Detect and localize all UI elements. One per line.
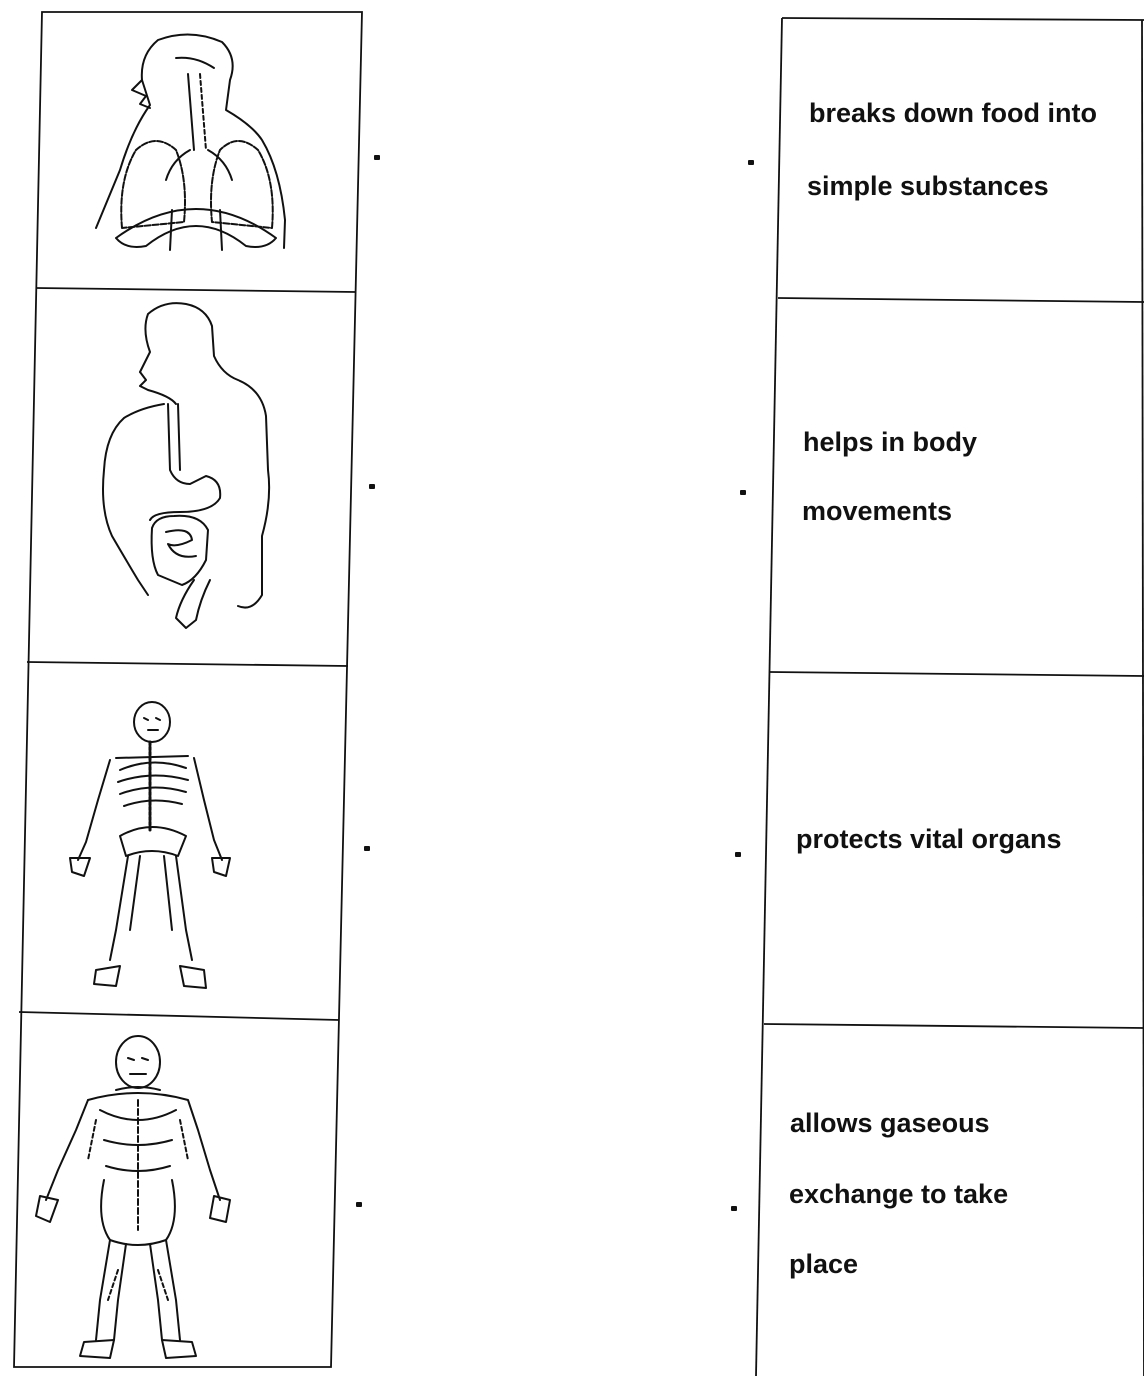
function-text-line: simple substances [807,171,1049,202]
match-dot-left-4[interactable] [356,1202,362,1207]
function-text-line: place [789,1249,858,1280]
match-dot-right-4[interactable] [731,1206,737,1211]
right-text-column [740,0,1144,1376]
skeletal-system-icon [70,702,230,988]
left-picture-column [0,0,370,1376]
match-dot-left-1[interactable] [374,155,380,160]
match-dot-left-3[interactable] [364,846,370,851]
function-text-line: helps in body [803,427,977,458]
function-text-line: movements [802,496,952,527]
match-dot-left-2[interactable] [369,484,375,489]
function-text-line: allows gaseous [790,1108,990,1139]
function-text-line: protects vital organs [796,824,1062,855]
function-text-line: breaks down food into [809,98,1097,129]
respiratory-system-icon [96,34,285,250]
function-text-line: exchange to take [789,1179,1008,1210]
muscular-system-icon [36,1036,230,1358]
digestive-system-icon [103,303,269,628]
